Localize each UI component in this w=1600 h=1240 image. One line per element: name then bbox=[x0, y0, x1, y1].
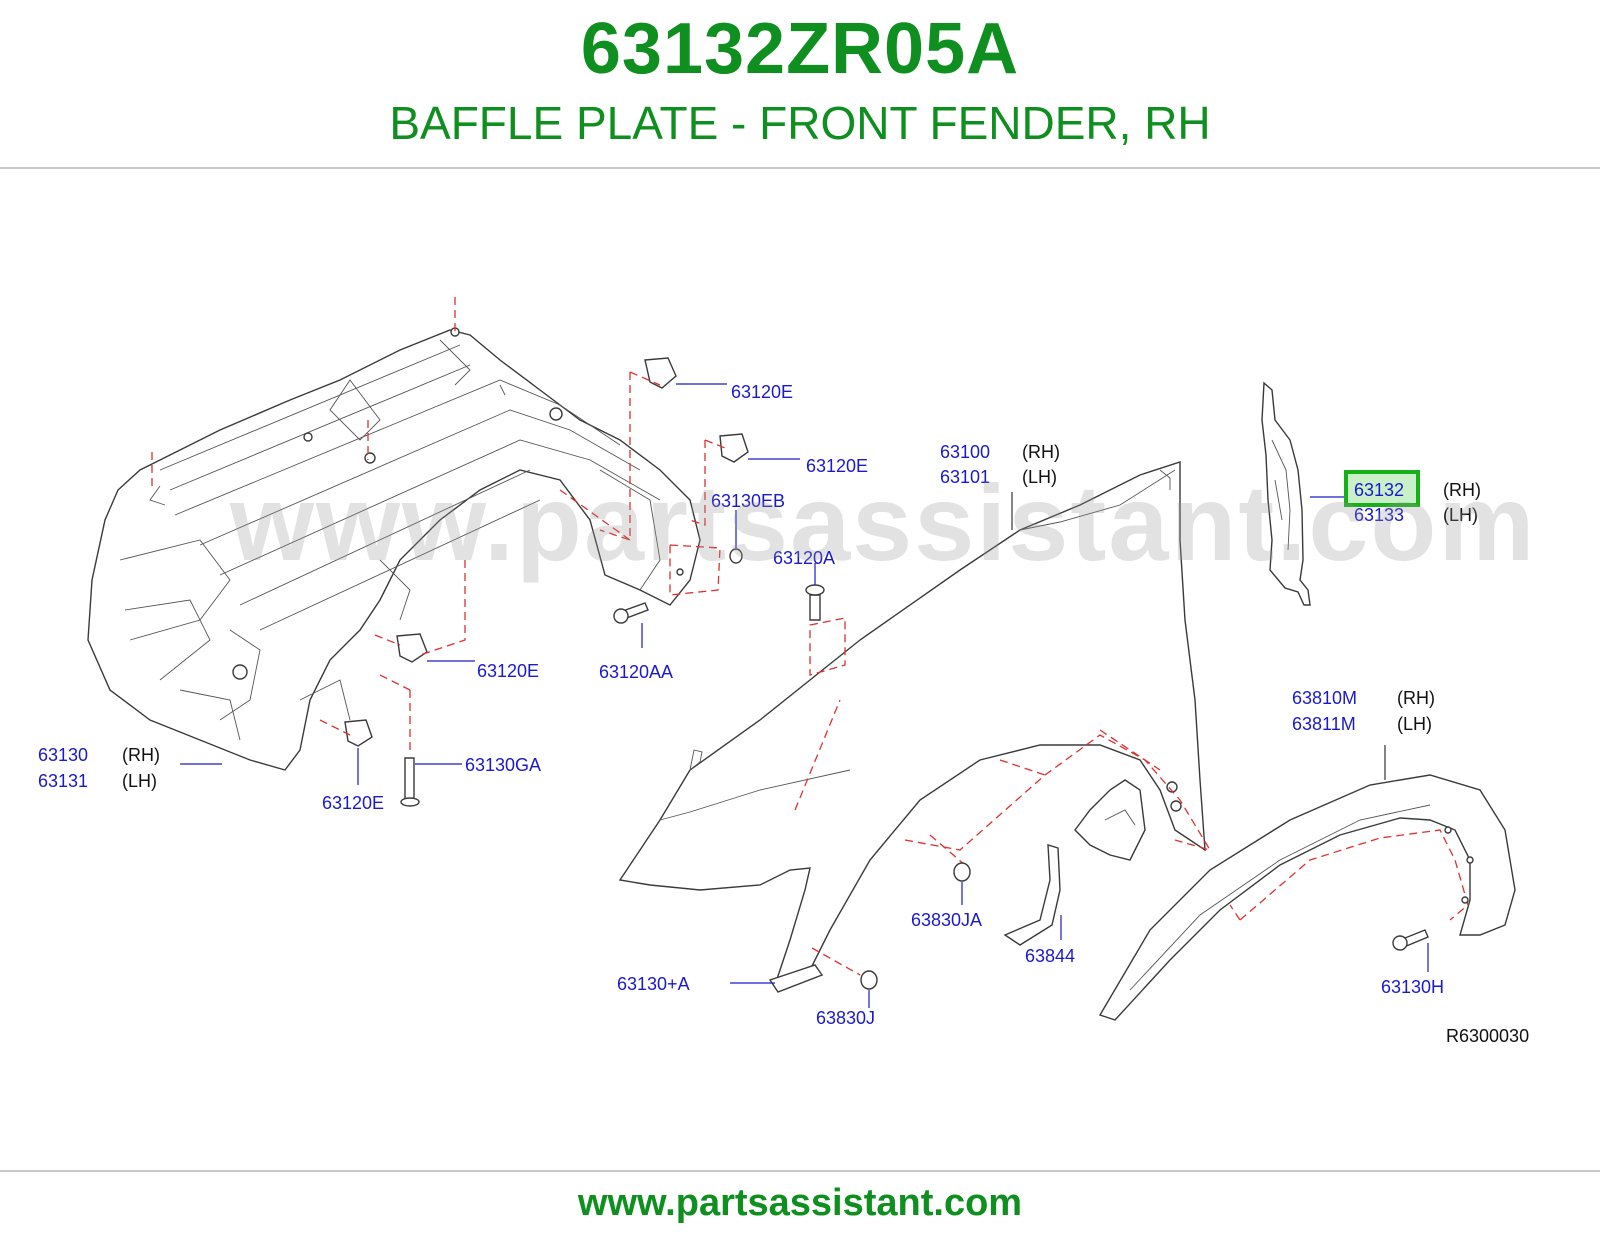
callout-63131[interactable]: 63131 bbox=[38, 771, 88, 791]
part-number: 63132ZR05A bbox=[580, 9, 1020, 89]
callout-63120e-bottom[interactable]: 63120E bbox=[322, 793, 384, 813]
footer-divider bbox=[0, 1170, 1600, 1172]
callout-63120e-top[interactable]: 63120E bbox=[731, 382, 793, 402]
baffle-plate-drawing bbox=[1261, 381, 1311, 606]
callout-63130[interactable]: 63130 bbox=[38, 745, 88, 765]
callout-63100[interactable]: 63100 bbox=[940, 442, 990, 462]
callout-63810m[interactable]: 63810M bbox=[1292, 688, 1357, 708]
part-title: BAFFLE PLATE - FRONT FENDER, RH bbox=[389, 97, 1211, 149]
side-lh-63131: (LH) bbox=[122, 771, 157, 791]
header: 63132ZR05A BAFFLE PLATE - FRONT FENDER, … bbox=[0, 0, 1600, 168]
side-rh-63132: (RH) bbox=[1443, 480, 1481, 500]
callout-63811m[interactable]: 63811M bbox=[1292, 714, 1356, 734]
side-lh-63133: (LH) bbox=[1443, 505, 1478, 525]
callout-63120aa[interactable]: 63120AA bbox=[599, 662, 673, 682]
callout-labels: 63120E 63120E 63130EB 63120A 63120AA 631… bbox=[38, 382, 1529, 1046]
callout-63120e-middle[interactable]: 63120E bbox=[477, 661, 539, 681]
callout-63120a[interactable]: 63120A bbox=[773, 548, 835, 568]
diagram-reference: R6300030 bbox=[1446, 1026, 1529, 1046]
footer-url[interactable]: www.partsassistant.com bbox=[577, 1182, 1023, 1224]
callout-63130h[interactable]: 63130H bbox=[1381, 977, 1444, 997]
callout-63130ga[interactable]: 63130GA bbox=[465, 755, 541, 775]
side-rh-63100: (RH) bbox=[1022, 442, 1060, 462]
callout-63120e-upper[interactable]: 63120E bbox=[806, 456, 868, 476]
parts-diagram: 63120E 63120E 63130EB 63120A 63120AA 631… bbox=[38, 297, 1529, 1046]
header-divider bbox=[0, 167, 1600, 169]
callout-63830ja[interactable]: 63830JA bbox=[911, 910, 982, 930]
front-fender-drawing bbox=[618, 461, 1212, 993]
fender-arch-drawing bbox=[1098, 774, 1516, 1021]
leader-lines bbox=[180, 383, 1429, 1008]
selected-part-highlight bbox=[1344, 470, 1420, 507]
callout-63130a[interactable]: 63130+A bbox=[617, 974, 690, 994]
side-lh-63811m: (LH) bbox=[1397, 714, 1432, 734]
callout-63130eb[interactable]: 63130EB bbox=[711, 491, 785, 511]
side-rh-63810m: (RH) bbox=[1397, 688, 1435, 708]
callout-63132[interactable]: 63132 bbox=[1354, 480, 1404, 500]
callout-63133[interactable]: 63133 bbox=[1354, 505, 1404, 525]
callout-63844[interactable]: 63844 bbox=[1025, 946, 1075, 966]
fender-liner-drawing bbox=[87, 297, 701, 771]
side-lh-63101: (LH) bbox=[1022, 467, 1057, 487]
watermark: www.partsassistant.com bbox=[230, 462, 1537, 583]
side-rh-63130: (RH) bbox=[122, 745, 160, 765]
liner-clips bbox=[319, 357, 749, 807]
callout-63830j[interactable]: 63830J bbox=[816, 1008, 875, 1028]
callout-63101[interactable]: 63101 bbox=[940, 467, 990, 487]
